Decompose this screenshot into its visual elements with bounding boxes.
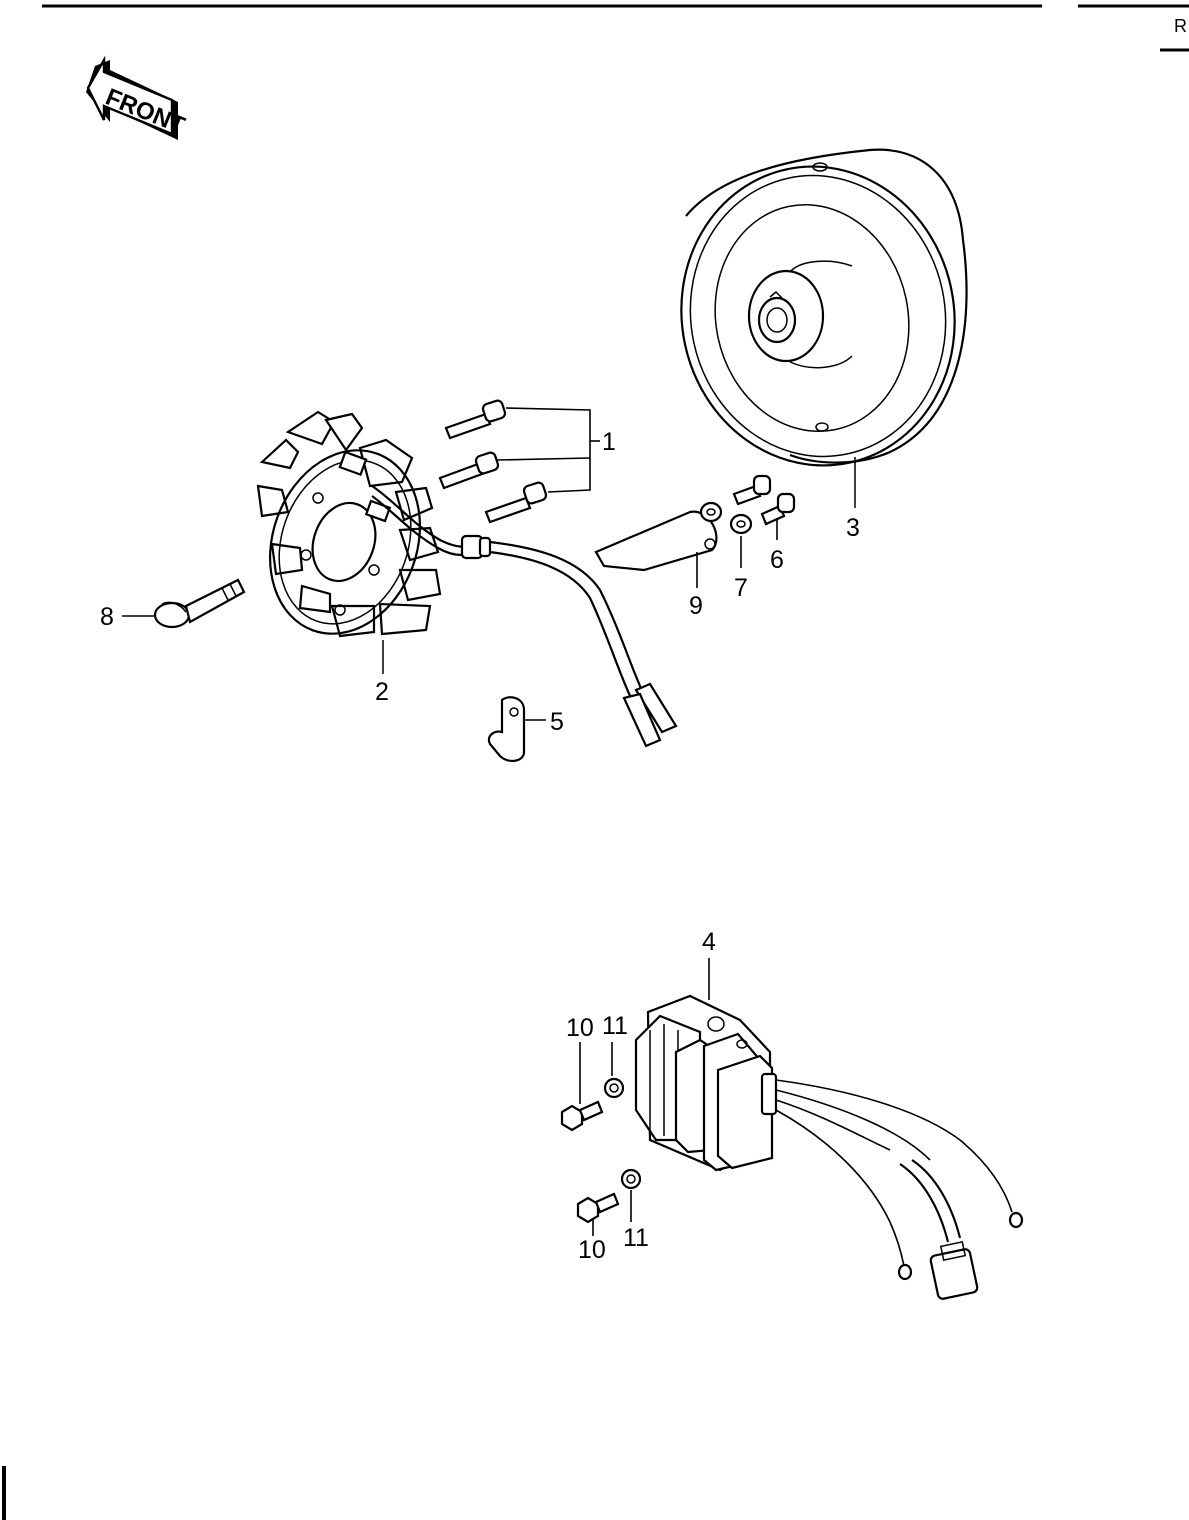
callout-4: 4 [702,928,716,956]
callout-6: 6 [770,546,784,574]
callout-10-bottom: 10 [578,1236,606,1264]
corner-mark: R [1174,16,1187,36]
front-direction-arrow: FRONT [86,55,189,140]
callout-8: 8 [100,603,114,631]
regulator-fasteners [560,1042,642,1236]
stator [256,410,678,748]
callout-11-top: 11 [602,1012,628,1040]
rotor-flywheel [680,148,968,508]
callout-labels: 1 2 3 4 5 6 7 8 9 10 11 10 11 [100,428,860,1264]
page-frame [2,4,1189,1520]
callout-10-top: 10 [566,1014,594,1042]
long-bolt [122,578,246,629]
callout-3: 3 [846,514,860,542]
stator-screws [438,399,600,524]
wire-clamp [487,696,546,762]
callout-7: 7 [734,574,748,602]
regulator-rectifier [634,958,1024,1300]
callout-2: 2 [375,678,389,706]
callout-5: 5 [550,708,564,736]
plate-assembly [594,474,796,588]
callout-1: 1 [602,428,616,456]
callout-9: 9 [689,592,703,620]
callout-11-bottom: 11 [623,1224,649,1252]
